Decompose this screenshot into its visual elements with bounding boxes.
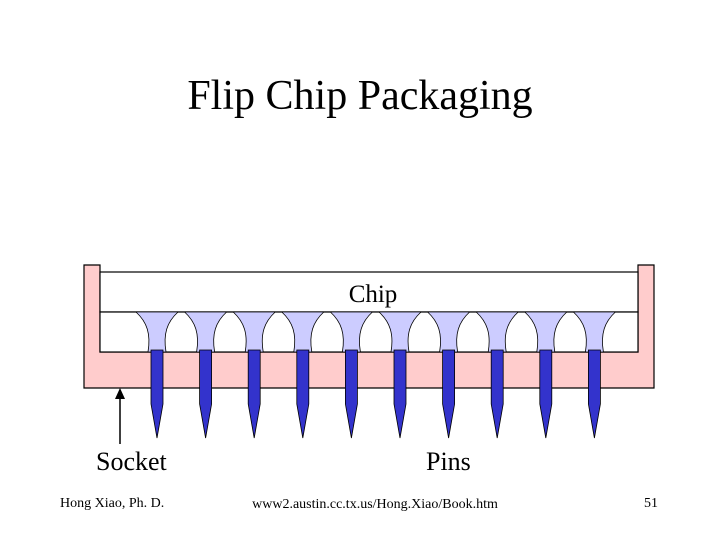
footer-author: Hong Xiao, Ph. D. <box>60 496 165 511</box>
pin <box>539 349 553 439</box>
footer-url: www2.austin.cc.tx.us/Hong.Xiao/Book.htm <box>252 497 498 512</box>
pins <box>150 349 601 439</box>
page-number: 51 <box>644 496 658 511</box>
pin <box>247 349 261 439</box>
pin <box>345 349 358 439</box>
socket-label: Socket <box>96 447 167 476</box>
pin <box>588 349 601 439</box>
pins-label: Pins <box>426 447 471 476</box>
pin <box>393 349 407 439</box>
solder-bumps <box>134 311 617 353</box>
chip <box>99 271 639 313</box>
solder-bump <box>183 311 228 353</box>
pin <box>442 349 455 439</box>
pin <box>490 349 504 439</box>
pin <box>199 349 212 439</box>
solder-bump <box>280 311 325 353</box>
solder-bump <box>232 311 277 353</box>
solder-bump <box>134 311 180 353</box>
solder-bump <box>572 311 617 353</box>
pin <box>296 349 310 439</box>
socket-arrow-head <box>115 388 125 399</box>
slide-title: Flip Chip Packaging <box>187 73 533 119</box>
chip-label: Chip <box>349 281 398 308</box>
pin <box>150 349 164 439</box>
solder-bump <box>329 311 374 353</box>
solder-bump <box>377 311 423 353</box>
solder-bump <box>523 311 568 353</box>
solder-bump <box>475 311 520 353</box>
solder-bump <box>426 311 471 353</box>
